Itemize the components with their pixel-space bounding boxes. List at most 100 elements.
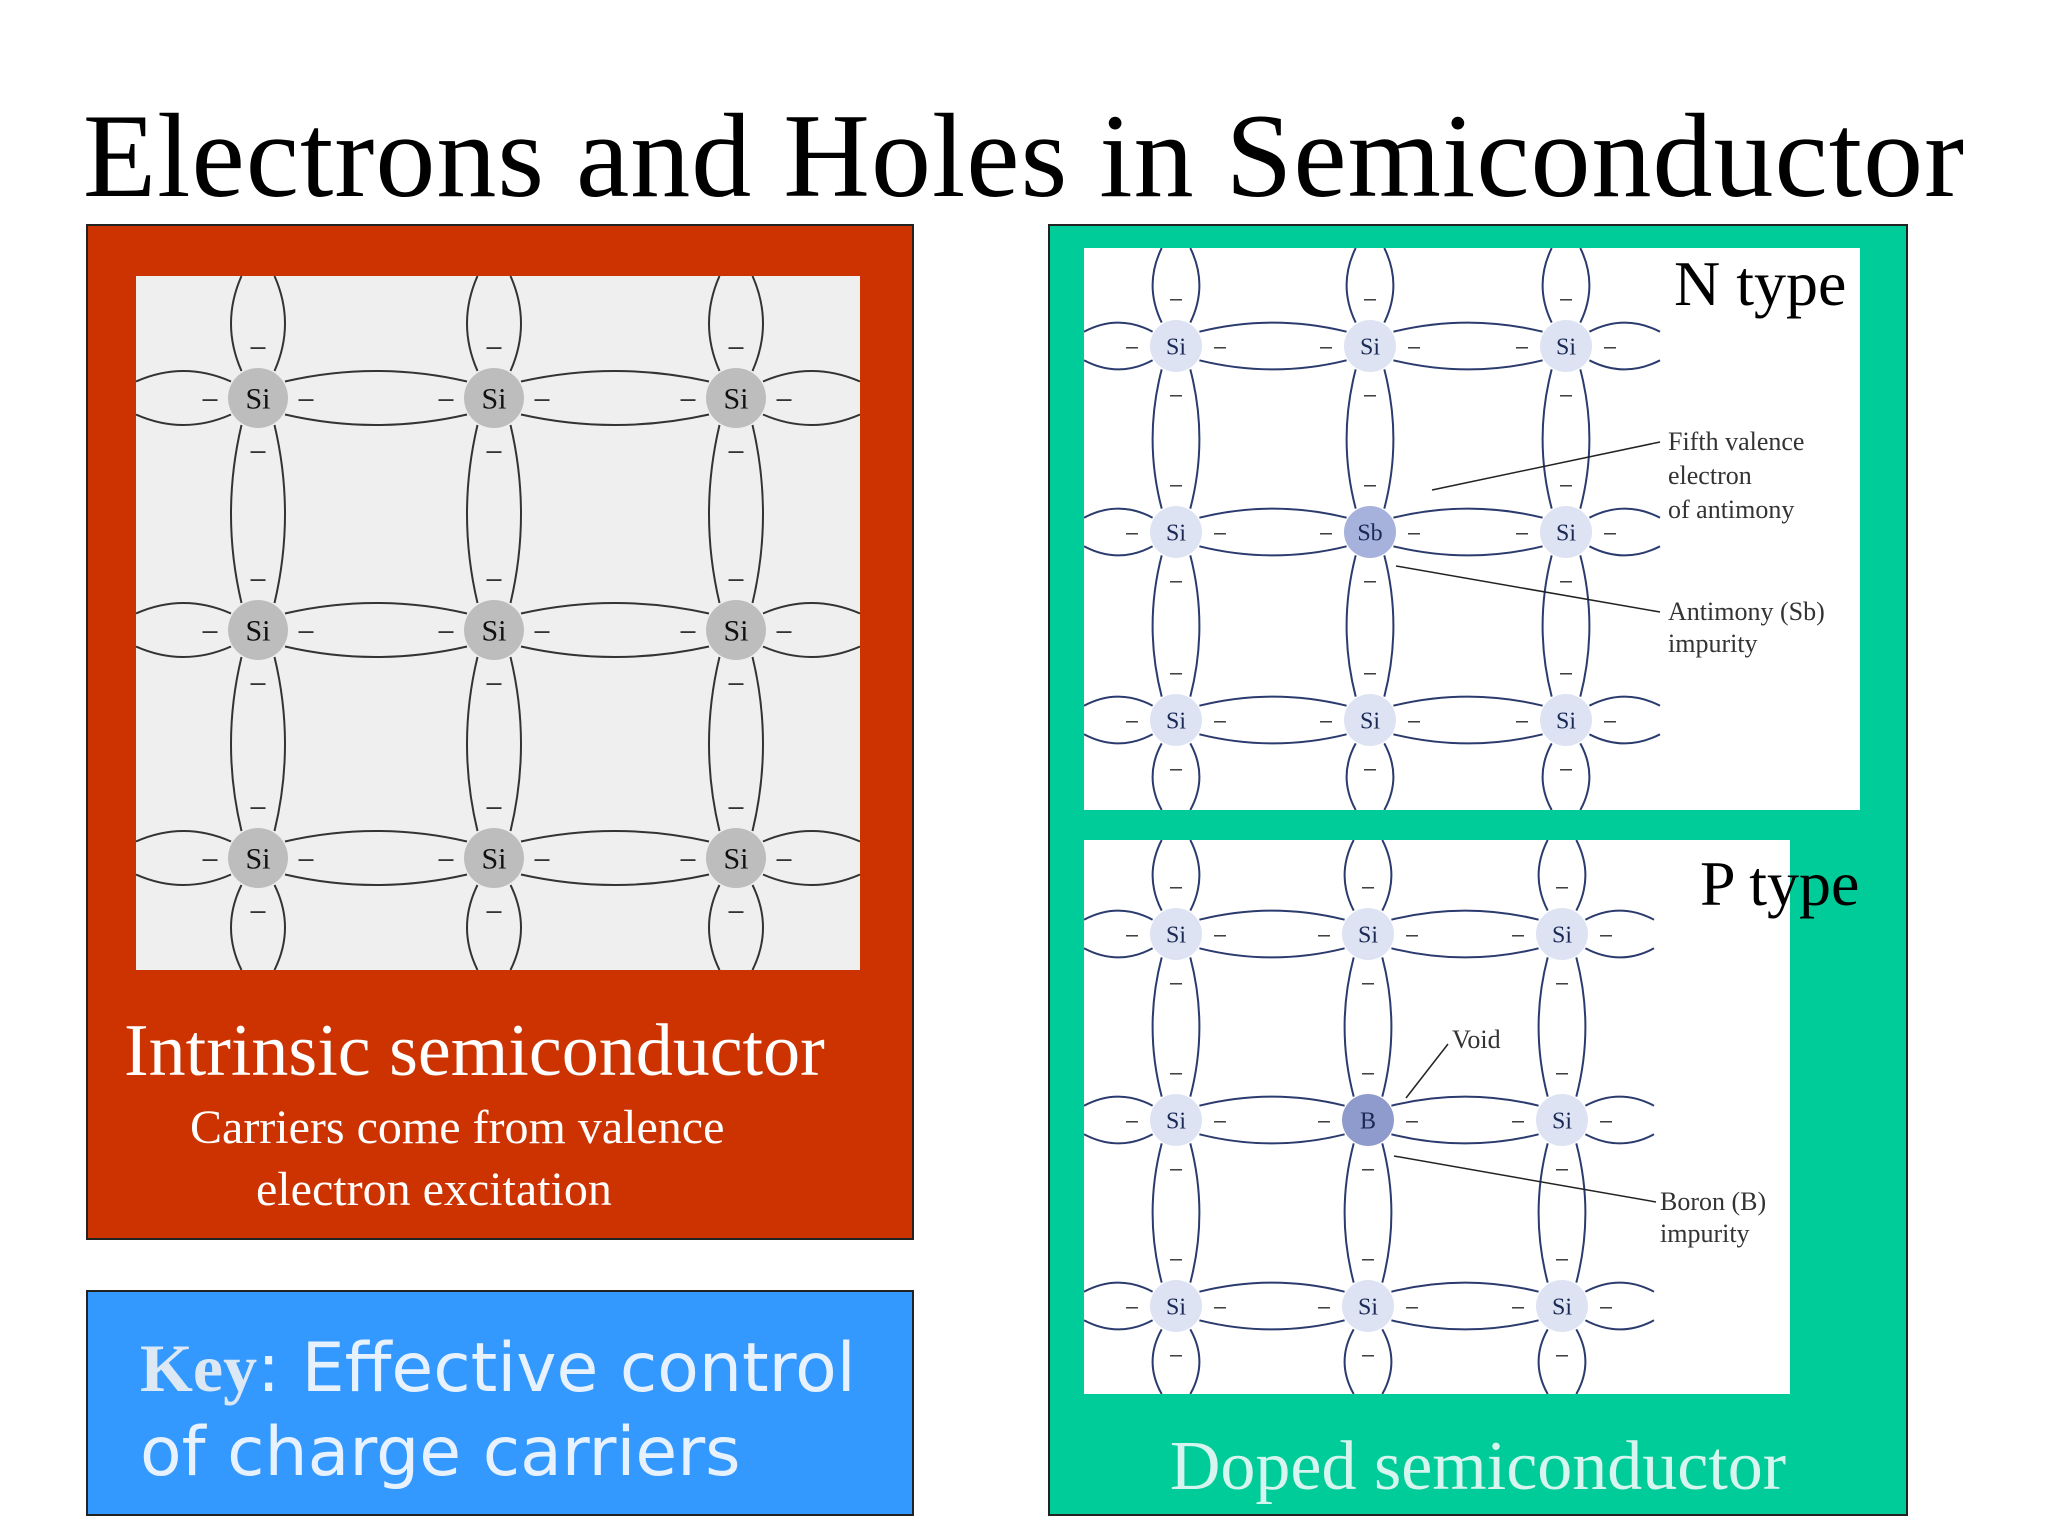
vertical-bond <box>230 276 243 970</box>
impurity-pointer <box>1395 565 1661 613</box>
silicon-atom-label: Si <box>1552 922 1572 948</box>
silicon-atom-label: Si <box>723 843 748 876</box>
silicon-atom-label: Si <box>1166 708 1186 734</box>
impurity-atom-label: Sb <box>1357 520 1382 546</box>
valence-electron: – <box>1600 921 1612 946</box>
annotation-fifth-valence: electron <box>1668 461 1752 490</box>
valence-electron: – <box>250 435 265 465</box>
vertical-bond <box>466 276 479 970</box>
vertical-bond <box>1383 248 1395 810</box>
vertical-bond <box>1381 840 1393 1394</box>
key-text-line1: Effective control <box>280 1329 856 1408</box>
valence-electron: – <box>728 435 743 465</box>
horizontal-bond <box>136 370 860 383</box>
valence-electron: – <box>1320 333 1332 358</box>
valence-electron: – <box>1362 1155 1374 1180</box>
vertical-bond <box>1579 248 1591 810</box>
impurity-atom-label: B <box>1360 1108 1376 1134</box>
p-type-label: P type <box>1700 848 1860 919</box>
silicon-atom <box>1536 908 1588 960</box>
silicon-atom-label: Si <box>481 383 506 416</box>
valence-electron: – <box>1604 707 1616 732</box>
valence-electron: – <box>1512 921 1524 946</box>
valence-electron: – <box>486 435 501 465</box>
horizontal-bond <box>136 873 860 886</box>
valence-electron: – <box>728 331 743 361</box>
valence-electron: – <box>1364 381 1376 406</box>
key-word: Key <box>140 1330 258 1406</box>
valence-electron: – <box>298 615 313 645</box>
valence-electron: – <box>1362 873 1374 898</box>
silicon-atom <box>1540 694 1592 746</box>
valence-electron: – <box>1318 921 1330 946</box>
valence-electron: – <box>1126 1293 1138 1318</box>
valence-electron: – <box>486 791 501 821</box>
silicon-atom <box>1540 506 1592 558</box>
horizontal-bond <box>1084 545 1661 557</box>
intrinsic-caption-line2: electron excitation <box>256 1163 612 1216</box>
silicon-atom-label: Si <box>481 843 506 876</box>
silicon-atom-label: Si <box>481 615 506 648</box>
silicon-atom <box>1536 1280 1588 1332</box>
valence-electron: – <box>1600 1107 1612 1132</box>
silicon-atom-label: Si <box>1556 708 1576 734</box>
silicon-atom-label: Si <box>1166 922 1186 948</box>
valence-electron: – <box>1362 969 1374 994</box>
impurity-atom <box>1344 506 1396 558</box>
valence-electron: – <box>1512 1107 1524 1132</box>
annotation-fifth-valence: Fifth valence <box>1668 427 1804 456</box>
valence-electron: – <box>1364 567 1376 592</box>
valence-electron: – <box>202 843 217 873</box>
silicon-atom <box>464 368 524 428</box>
p-type-lattice-diagram: Si––––Si––––Si––––Si––––B––––Si––––Si–––… <box>1084 840 1790 1394</box>
valence-electron: – <box>1362 1245 1374 1270</box>
valence-electron: – <box>1560 381 1572 406</box>
silicon-atom-label: Si <box>1358 1294 1378 1320</box>
valence-electron: – <box>1364 659 1376 684</box>
valence-electron: – <box>1556 1059 1568 1084</box>
valence-electron: – <box>1408 333 1420 358</box>
silicon-atom <box>706 600 766 660</box>
valence-electron: – <box>1560 567 1572 592</box>
valence-electron: – <box>1556 873 1568 898</box>
silicon-atom-label: Si <box>1166 334 1186 360</box>
silicon-atom-label: Si <box>1360 334 1380 360</box>
valence-electron: – <box>1126 921 1138 946</box>
silicon-atom-label: Si <box>1166 1294 1186 1320</box>
fifth-electron-pointer <box>1431 441 1661 491</box>
valence-electron: – <box>776 383 791 413</box>
silicon-atom-label: Si <box>1360 708 1380 734</box>
valence-electron: – <box>1320 707 1332 732</box>
n-type-lattice-diagram: Si––––Si––––Si––––Si––––Sb––––Si––––Si––… <box>1084 248 1860 810</box>
silicon-atom <box>1540 320 1592 372</box>
vertical-bond <box>1575 840 1587 1394</box>
valence-electron: – <box>1406 1293 1418 1318</box>
valence-electron: – <box>1560 285 1572 310</box>
valence-electron: – <box>1408 707 1420 732</box>
valence-electron: – <box>1512 1293 1524 1318</box>
silicon-atom <box>228 600 288 660</box>
valence-electron: – <box>1170 381 1182 406</box>
silicon-atom <box>1150 320 1202 372</box>
vertical-bond <box>708 276 721 970</box>
silicon-atom-label: Si <box>245 843 270 876</box>
silicon-atom <box>1342 1280 1394 1332</box>
void-pointer <box>1405 1043 1449 1099</box>
silicon-atom-label: Si <box>1166 1108 1186 1134</box>
horizontal-bond <box>1084 1095 1655 1107</box>
vertical-bond <box>751 276 764 970</box>
key-text: Key: Effective control of charge carrier… <box>140 1326 900 1495</box>
valence-electron: – <box>202 383 217 413</box>
valence-electron: – <box>728 791 743 821</box>
silicon-atom <box>1150 908 1202 960</box>
valence-electron: – <box>728 667 743 697</box>
valence-electron: – <box>1126 707 1138 732</box>
silicon-atom <box>1150 506 1202 558</box>
annotation-void: Void <box>1452 1025 1501 1054</box>
valence-electron: – <box>1318 1293 1330 1318</box>
valence-electron: – <box>1556 1245 1568 1270</box>
annotation-antimony-impurity: Antimony (Sb) <box>1668 597 1825 626</box>
valence-electron: – <box>1126 333 1138 358</box>
slide-title: Electrons and Holes in Semiconductor <box>82 89 1966 222</box>
valence-electron: – <box>1362 1059 1374 1084</box>
